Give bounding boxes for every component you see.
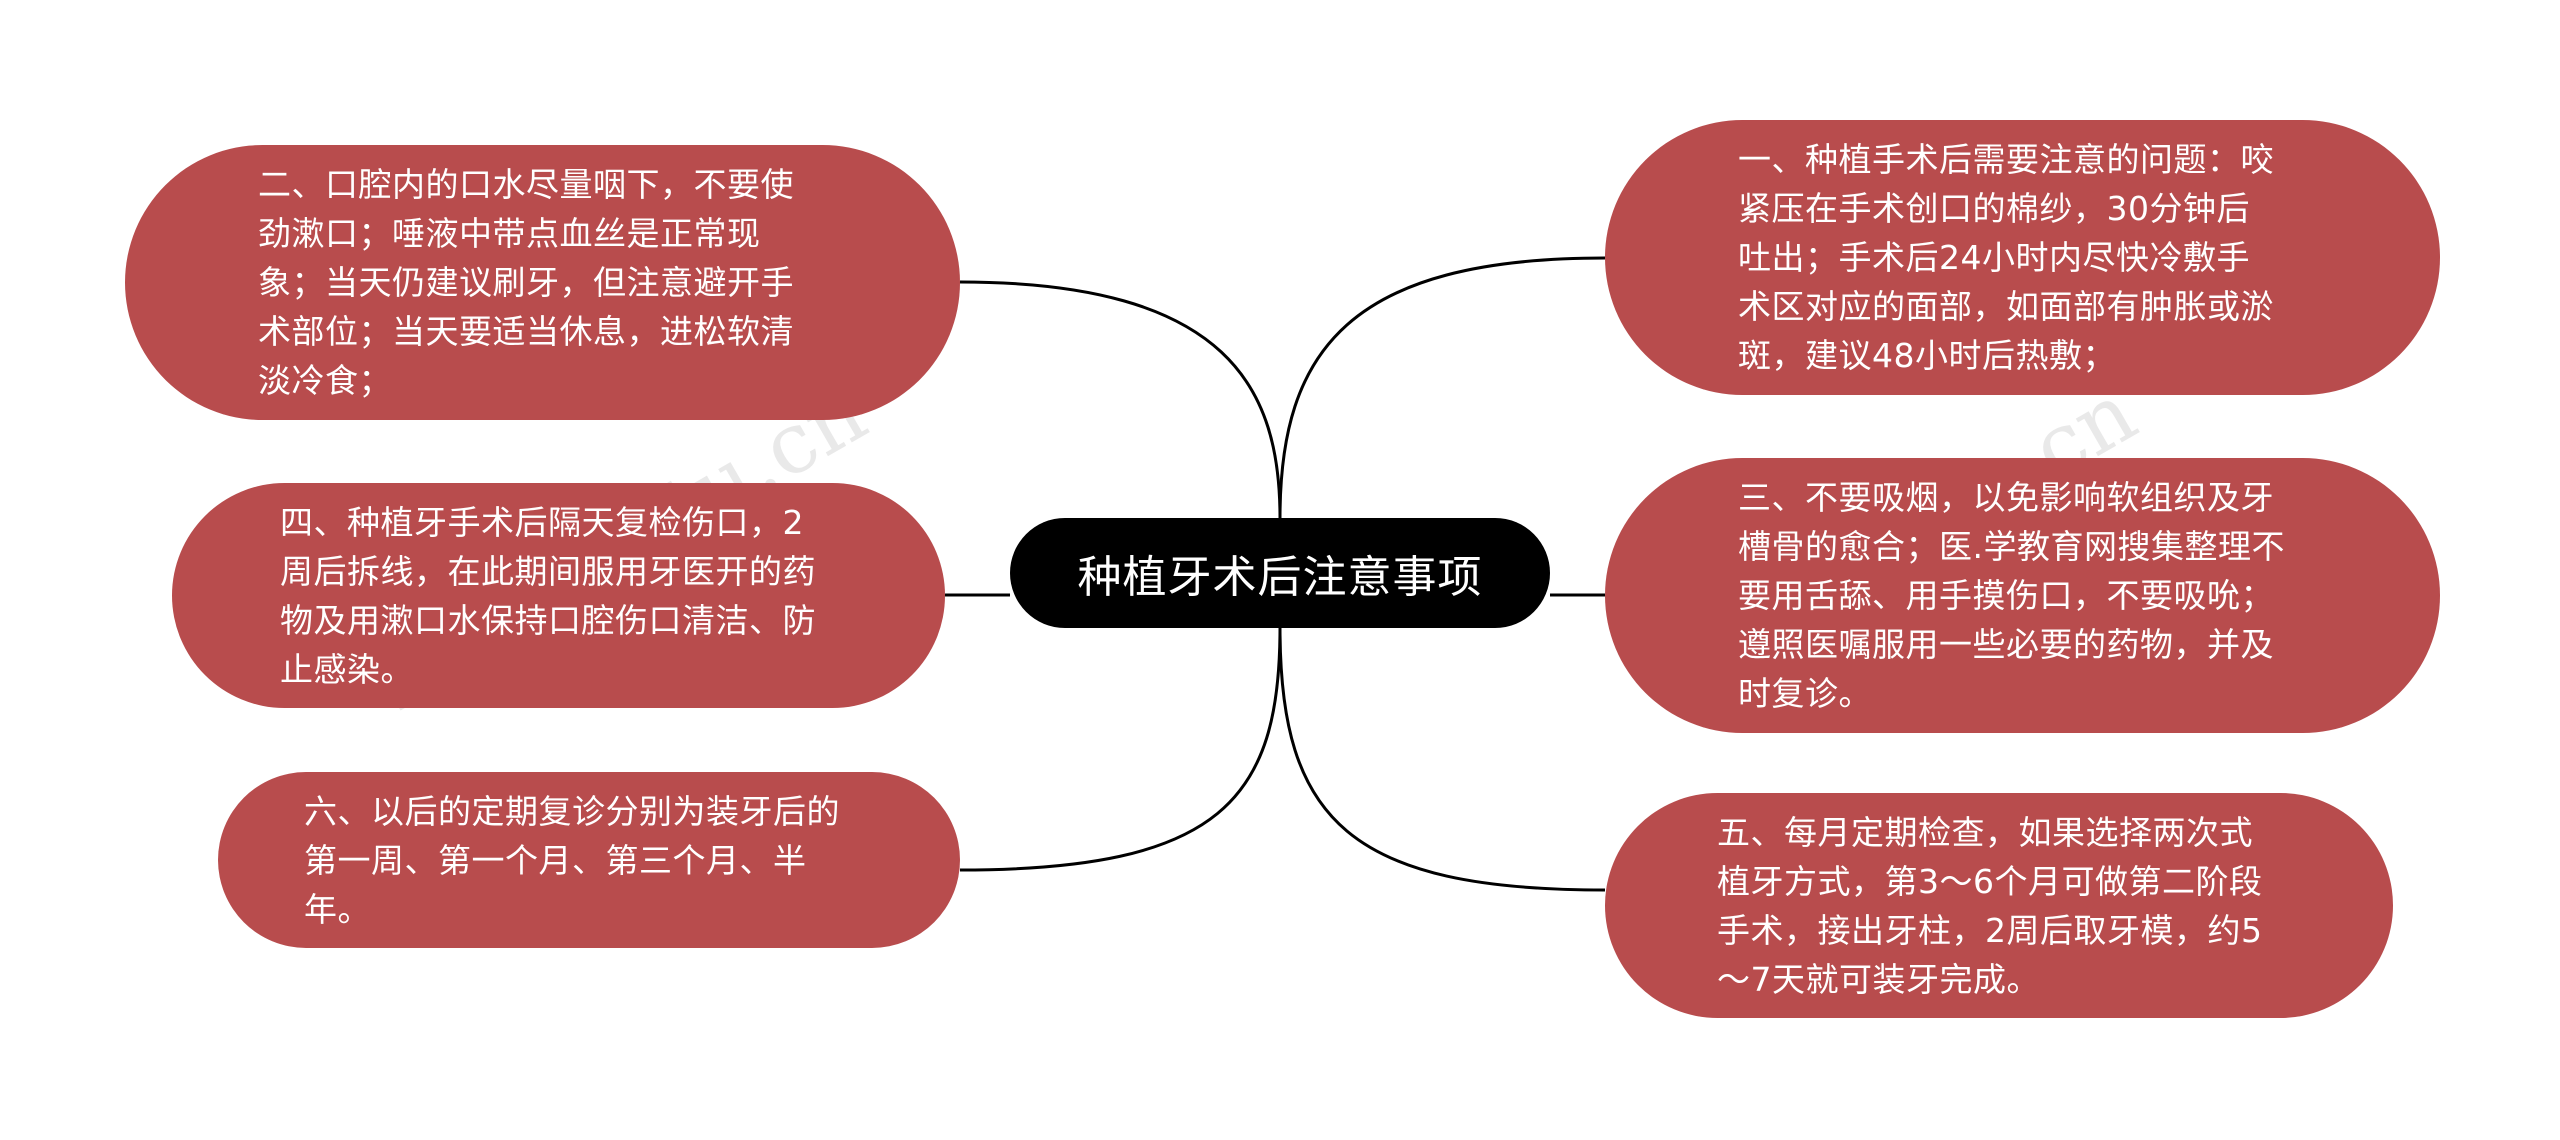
topic-node-4-text: 四、种植牙手术后隔天复检伤口，2周后拆线，在此期间服用牙医开的药物及用漱口水保持… <box>280 502 816 689</box>
connector-n5 <box>1278 627 1606 892</box>
central-topic-label: 种植牙术后注意事项 <box>1077 552 1483 603</box>
topic-node-4[interactable]: 四、种植牙手术后隔天复检伤口，2周后拆线，在此期间服用牙医开的药物及用漱口水保持… <box>172 483 945 708</box>
topic-node-6[interactable]: 六、以后的定期复诊分别为装牙后的第一周、第一个月、第三个月、半年。 <box>218 772 960 948</box>
topic-node-1[interactable]: 一、种植手术后需要注意的问题：咬紧压在手术创口的棉纱，30分钟后吐出；手术后24… <box>1605 120 2440 395</box>
topic-node-6-text: 六、以后的定期复诊分别为装牙后的第一周、第一个月、第三个月、半年。 <box>304 791 840 929</box>
topic-node-5-text: 五、每月定期检查，如果选择两次式植牙方式，第3～6个月可做第二阶段手术，接出牙柱… <box>1717 812 2263 999</box>
topic-node-5[interactable]: 五、每月定期检查，如果选择两次式植牙方式，第3～6个月可做第二阶段手术，接出牙柱… <box>1605 793 2393 1018</box>
central-topic[interactable]: 种植牙术后注意事项 <box>1010 518 1550 628</box>
connector-n1 <box>1278 256 1606 519</box>
topic-node-3[interactable]: 三、不要吸烟，以免影响软组织及牙槽骨的愈合；医.学教育网搜集整理不要用舌舔、用手… <box>1605 458 2440 733</box>
connector-n2 <box>959 280 1282 519</box>
topic-node-1-text: 一、种植手术后需要注意的问题：咬紧压在手术创口的棉纱，30分钟后吐出；手术后24… <box>1738 140 2274 375</box>
topic-node-3-text: 三、不要吸烟，以免影响软组织及牙槽骨的愈合；医.学教育网搜集整理不要用舌舔、用手… <box>1738 478 2285 713</box>
connector-n6 <box>959 627 1282 872</box>
topic-node-2-text: 二、口腔内的口水尽量咽下，不要使劲漱口；唾液中带点血丝是正常现象；当天仍建议刷牙… <box>258 165 794 400</box>
topic-node-2[interactable]: 二、口腔内的口水尽量咽下，不要使劲漱口；唾液中带点血丝是正常现象；当天仍建议刷牙… <box>125 145 960 420</box>
